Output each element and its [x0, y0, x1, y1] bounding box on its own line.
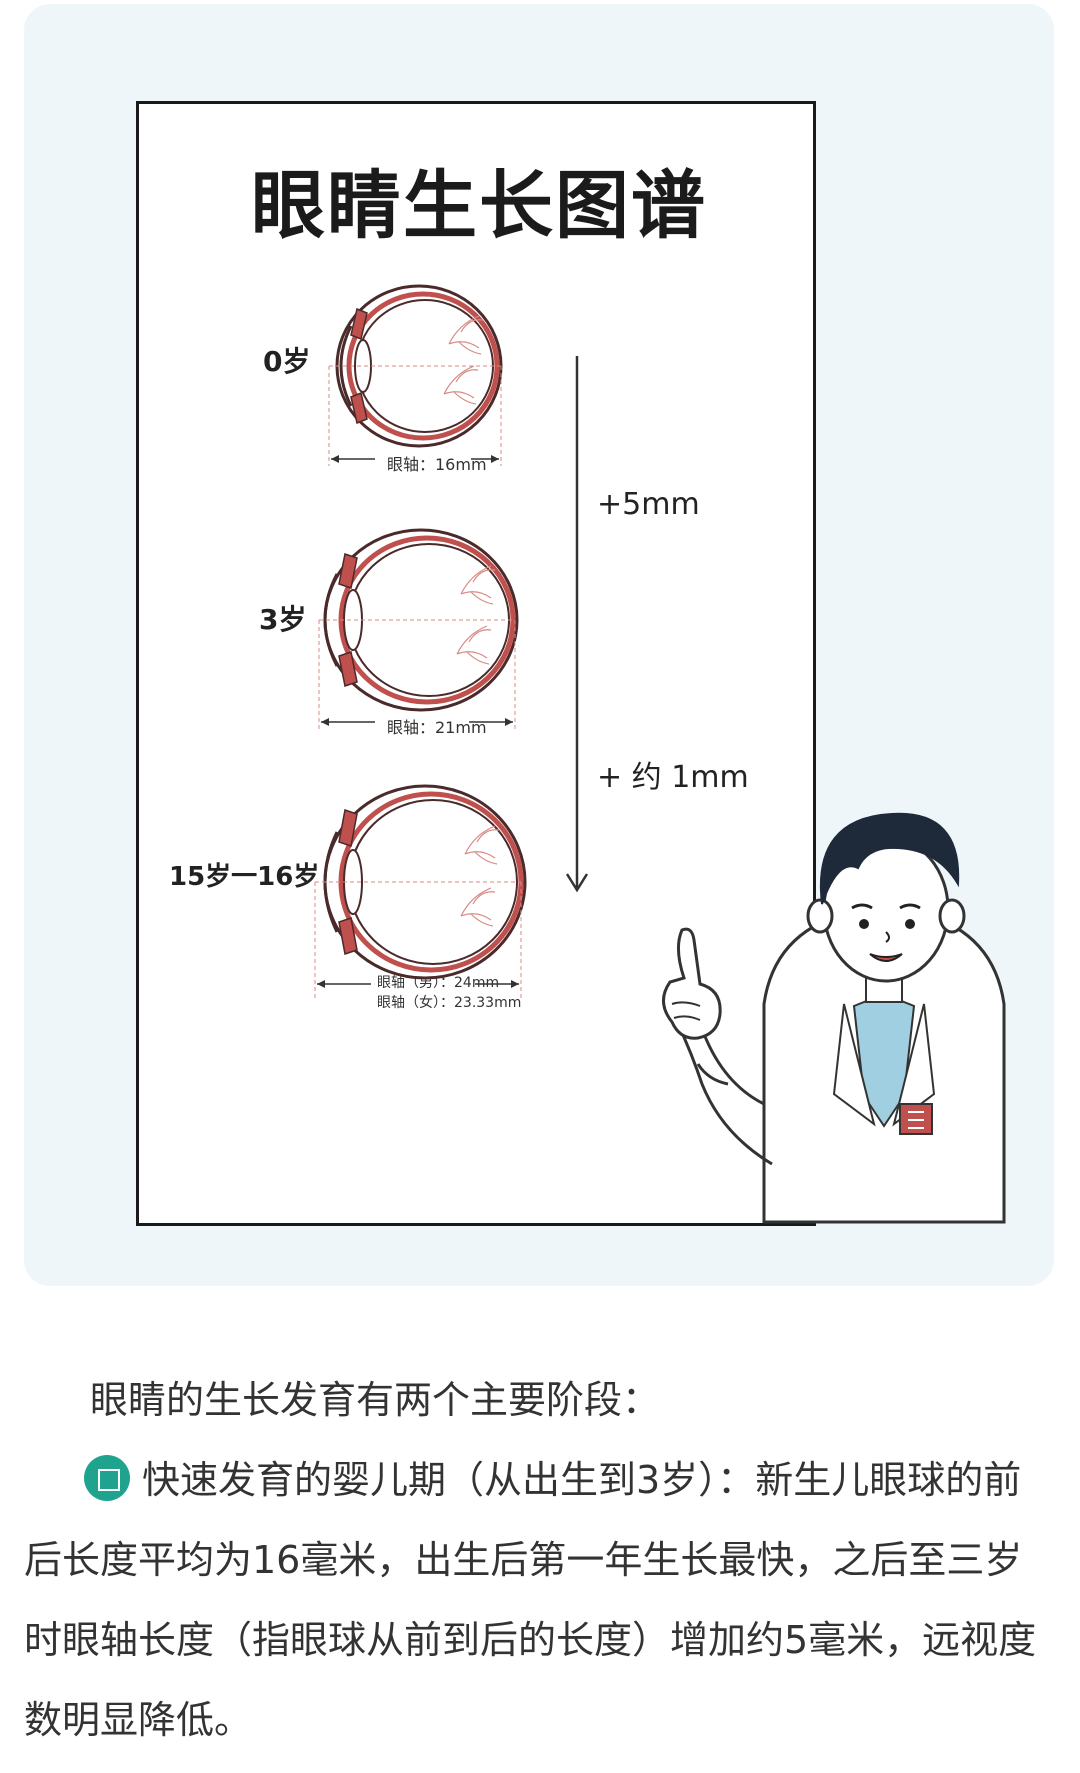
age-label-0: 0岁 [263, 345, 311, 378]
illustration-card: 眼睛生长图谱 0岁 3岁 15岁一16岁 眼轴：16mm 眼轴：21mm 眼轴（… [24, 4, 1054, 1286]
axis-label-15-male: 眼轴（男）：24mm [377, 975, 500, 991]
stage1-paragraph: 快速发育的婴儿期（从出生到3岁）：新生儿眼球的前后长度平均为16毫米，出生后第一… [24, 1440, 1056, 1760]
badge-icon [84, 1455, 130, 1501]
eye-icon-3 [318, 528, 519, 730]
article-intro: 眼睛的生长发育有两个主要阶段： [90, 1378, 661, 1422]
age-label-3: 3岁 [259, 603, 307, 636]
stage1-body-lead: 新生儿眼球 [755, 1458, 946, 1502]
eye-growth-poster: 眼睛生长图谱 0岁 3岁 15岁一16岁 眼轴：16mm 眼轴：21mm 眼轴（… [136, 101, 816, 1226]
growth-label-second: + 约 1mm [597, 760, 749, 795]
growth-label-first: +5mm [597, 487, 700, 522]
axis-label-15-female: 眼轴（女）：23.33mm [377, 995, 522, 1011]
poster-title: 眼睛生长图谱 [251, 163, 707, 249]
eye-diagrams [314, 284, 589, 1000]
axis-label-0: 眼轴：16mm [387, 455, 487, 474]
stage1-body: 的前后长度平均为16毫米，出生后第一年生长最快，之后至三岁时眼轴长度（指眼球从前… [24, 1458, 1037, 1742]
doctor-illustration-icon [662, 812, 1006, 1224]
stage1-heading: 快速发育的婴儿期（从出生到3岁）： [142, 1458, 756, 1502]
eye-icon-0 [328, 284, 503, 466]
article-text: 眼睛的生长发育有两个主要阶段： 快速发育的婴儿期（从出生到3岁）：新生儿眼球的前… [24, 1360, 1056, 1760]
growth-arrow [565, 356, 589, 893]
age-label-15: 15岁一16岁 [169, 862, 320, 892]
eye-icon-15 [314, 784, 527, 1000]
axis-label-3: 眼轴：21mm [387, 718, 487, 737]
